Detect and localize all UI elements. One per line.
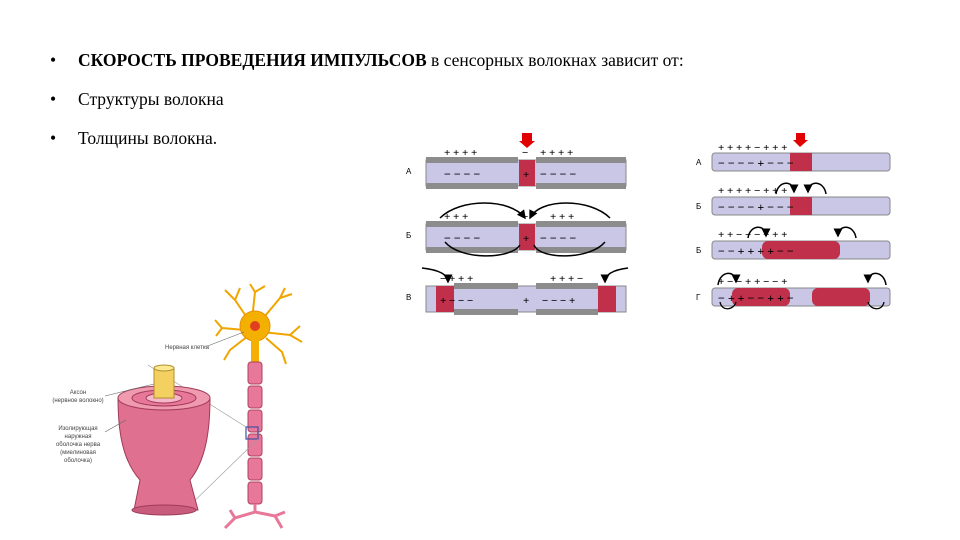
nerve-cross-section bbox=[117, 364, 211, 516]
svg-text:+ + +: + + + bbox=[550, 211, 574, 223]
zoom-box bbox=[245, 426, 259, 440]
bullet-item: • Толщины волокна. bbox=[50, 128, 684, 167]
row-label: Г bbox=[696, 293, 701, 302]
svg-text:+ − − −: + − − − bbox=[440, 295, 473, 307]
svg-text:+: + bbox=[523, 233, 529, 245]
svg-text:− − − −: − − − − bbox=[540, 231, 577, 245]
bullet-text: Толщины волокна. bbox=[78, 128, 218, 148]
axon-label-line: Аксон bbox=[70, 390, 86, 396]
svg-text:− − − −: − − − − bbox=[540, 167, 577, 181]
row-label: В bbox=[406, 293, 411, 302]
svg-text:+ + +: + + + bbox=[444, 211, 468, 223]
myelinated-axon bbox=[247, 361, 263, 505]
bullet-item: • Структуры волокна bbox=[50, 89, 684, 128]
sheath-label: Изолирующая наружная оболочка нерва (мие… bbox=[56, 426, 101, 464]
svg-text:+ + − − − − + +: + + − − − − + + bbox=[718, 229, 787, 241]
bullet-bold-text: СКОРОСТЬ ПРОВЕДЕНИЯ ИМПУЛЬСОВ bbox=[78, 50, 427, 70]
svg-text:+ + + −: + + + − bbox=[550, 273, 583, 285]
bullet-dot: • bbox=[50, 89, 57, 109]
svg-text:+ + + +: + + + + bbox=[540, 147, 573, 159]
sheath-label-line: оболочка нерва bbox=[56, 442, 101, 448]
svg-text:+ + + + − + + +: + + + + − + + + bbox=[718, 185, 787, 197]
bullet-text: Структуры волокна bbox=[78, 89, 224, 109]
stimulus-marker bbox=[796, 133, 805, 140]
svg-text:− + + +: − + + + bbox=[440, 273, 473, 285]
axon-terminals bbox=[223, 504, 286, 530]
axon-row-b2: + + − − − − + + − − + + + + − − bbox=[711, 226, 891, 260]
axon-row-d: + − − + + − − + − + + − − + + − bbox=[711, 272, 891, 310]
svg-text:+: + bbox=[523, 295, 529, 307]
svg-text:− − − − + − − −: − − − − + − − − bbox=[718, 200, 794, 214]
svg-text:− − − +: − − − + bbox=[542, 295, 575, 307]
svg-text:−: − bbox=[522, 211, 528, 223]
axon-row-a: + + + + − + + + − − − − + − − − bbox=[711, 142, 891, 172]
svg-text:− − + + + + − −: − − + + + + − − bbox=[718, 244, 794, 258]
axon-row-a: + + + + − + + + + − − − − + − − − − bbox=[425, 147, 627, 189]
neuron-figure: Нервная клетка Аксон (нервное волокно) И… bbox=[52, 283, 303, 530]
axon-label: Аксон (нервное волокно) bbox=[52, 390, 103, 404]
row-label: А bbox=[406, 167, 412, 176]
row-label: Б bbox=[696, 246, 701, 255]
svg-text:− − − −: − − − − bbox=[444, 167, 481, 181]
dendrites bbox=[214, 283, 303, 365]
svg-text:+ + + +: + + + + bbox=[444, 147, 477, 159]
bullet-item: • СКОРОСТЬ ПРОВЕДЕНИЯ ИМПУЛЬСОВ в сенсор… bbox=[50, 50, 684, 89]
bullet-text: в сенсорных волокнах зависит от: bbox=[426, 50, 684, 70]
svg-text:− + + − − + + −: − + + − − + + − bbox=[718, 291, 794, 305]
svg-text:−: − bbox=[522, 147, 528, 159]
unmyelinated-fiber-figure: А + + + + − + + + − − − − + − − − Б + + … bbox=[696, 133, 891, 310]
bullet-list: • СКОРОСТЬ ПРОВЕДЕНИЯ ИМПУЛЬСОВ в сенсор… bbox=[50, 50, 684, 167]
row-label: Б bbox=[696, 202, 701, 211]
sheath-label-line: оболочка) bbox=[64, 458, 92, 464]
myelinated-fiber-figure: А + + + + − + + + + − − − − + − − − − Б … bbox=[406, 133, 629, 315]
svg-text:− − − −: − − − − bbox=[444, 231, 481, 245]
row-label: Б bbox=[406, 231, 411, 240]
nerve-cell-label: Нервная клетка bbox=[165, 345, 210, 351]
sheath-label-line: Изолирующая bbox=[58, 426, 97, 432]
svg-text:+ − − + + − − +: + − − + + − − + bbox=[718, 276, 787, 288]
bullet-dot: • bbox=[50, 128, 57, 148]
stimulus-marker bbox=[522, 133, 532, 141]
sheath-label-line: наружная bbox=[65, 434, 92, 440]
axon-label-line: (нервное волокно) bbox=[52, 398, 103, 404]
nucleus bbox=[250, 321, 260, 331]
svg-text:+: + bbox=[523, 169, 529, 181]
bullet-dot: • bbox=[50, 50, 57, 70]
sheath-label-line: (миелиновая bbox=[60, 450, 96, 456]
axon-row-b: + + + − + + + − − − − + − − − − bbox=[425, 202, 627, 257]
axon-hillock bbox=[251, 340, 259, 362]
svg-text:+ + + + − + + +: + + + + − + + + bbox=[718, 142, 787, 154]
row-label: А bbox=[696, 158, 702, 167]
axon-row-c: − + + + + + + − + − − − + − − − + bbox=[421, 267, 629, 315]
svg-text:− − − − + − − −: − − − − + − − − bbox=[718, 156, 794, 170]
axon-row-b: + + + + − + + + − − − − + − − − bbox=[711, 182, 891, 216]
